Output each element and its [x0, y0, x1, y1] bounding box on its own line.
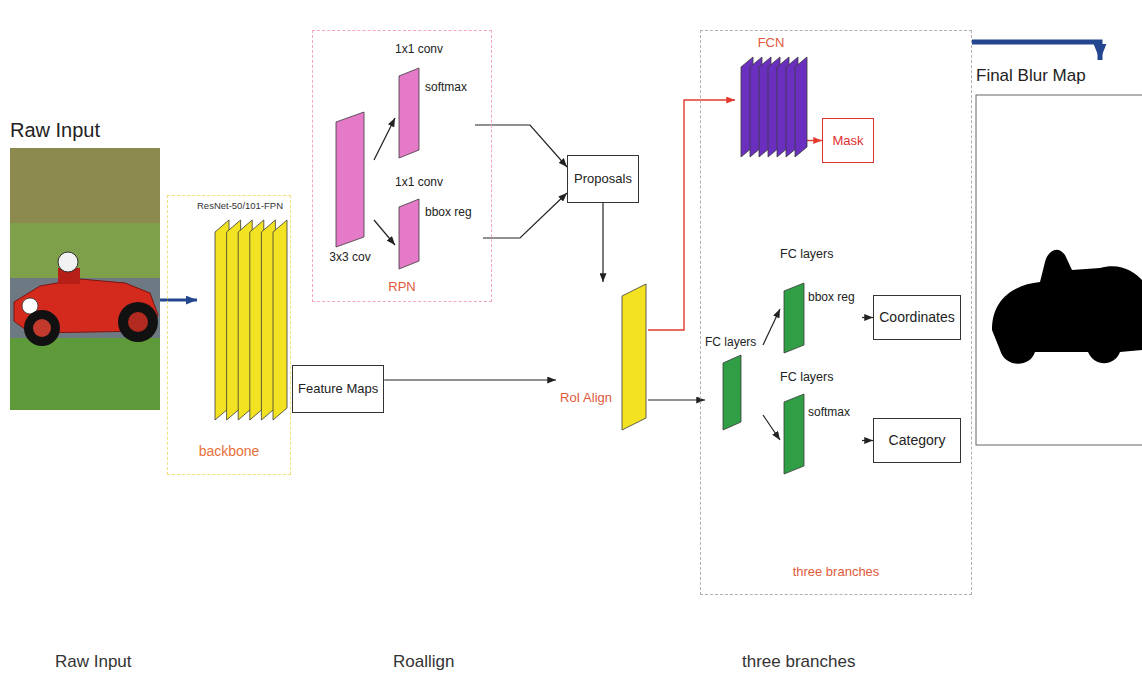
rpn-region: RPN 3x3 cov 1x1 conv softmax 1x1 conv bbox re… — [312, 30, 492, 302]
layer-shape — [741, 57, 807, 157]
layer-shape — [336, 112, 364, 247]
fc-layer: FC layers — [705, 335, 763, 430]
layer-shape — [723, 355, 741, 430]
layer-slab — [795, 57, 807, 157]
layer-label: FC layers — [705, 335, 763, 349]
output-box: Coordinates — [873, 295, 961, 340]
conv-layer: 1x1 conv softmax — [395, 42, 475, 160]
layer-label: 3x3 cov — [326, 250, 374, 264]
box-label: Coordinates — [879, 309, 955, 326]
layer-shape — [622, 284, 646, 430]
model-label: ResNet-50/101-FPN — [197, 200, 289, 211]
backbone-region: backbone ResNet-50/101-FPN — [167, 195, 291, 475]
conv-layer: 1x1 conv bbox reg — [395, 175, 483, 270]
connector-arrow — [648, 100, 735, 330]
blur-map-panel: Final Blur Map — [976, 60, 1140, 445]
photo-background — [10, 148, 160, 223]
photo-grass — [10, 338, 160, 410]
panel-heading: Raw Input — [10, 118, 160, 142]
caption-label: Roallign — [393, 652, 454, 672]
layer-slab — [399, 68, 419, 158]
layer-shape — [399, 68, 419, 158]
layer-slab — [622, 284, 646, 430]
layer-label: 1x1 conv — [395, 42, 475, 56]
output-label: bbox reg — [808, 290, 862, 304]
connector-arrow — [483, 193, 567, 238]
caption-label: Raw Input — [55, 652, 132, 672]
layer-label: FC layers — [780, 247, 862, 262]
object-silhouette — [992, 250, 1142, 364]
fc-layer: FC layers bbox reg — [780, 247, 862, 355]
region-label: backbone — [199, 443, 260, 460]
panel-heading: Final Blur Map — [976, 66, 1140, 86]
region-label: three branches — [793, 564, 880, 580]
image-panel: Raw Input — [10, 118, 160, 410]
layer-slab — [784, 394, 804, 474]
connector-arrow — [475, 125, 567, 167]
connector-arrow — [374, 118, 395, 160]
connector-arrow — [763, 309, 780, 345]
process-box: Feature Maps — [292, 365, 384, 413]
output-label: softmax — [808, 405, 862, 419]
box-label: Category — [889, 432, 946, 449]
car-hub — [128, 312, 148, 332]
photo-grass — [10, 223, 160, 278]
conv-layer: 3x3 cov — [326, 112, 374, 272]
connector-arrow — [763, 415, 780, 440]
layer-label: 1x1 conv — [395, 175, 483, 189]
layer-shape — [399, 199, 419, 269]
layer-slab — [273, 220, 287, 420]
branches-region: three branches FCN Mask FC layers FC layers b… — [700, 30, 972, 595]
box-label: Mask — [832, 133, 863, 149]
driver-helmet — [58, 252, 78, 272]
process-box: Proposals — [567, 155, 639, 203]
layer-slab — [723, 355, 741, 430]
layer-slab — [336, 112, 364, 247]
layer-shape — [215, 220, 287, 420]
connector-arrow — [602, 203, 603, 282]
connector-arrow — [807, 140, 822, 141]
box-label: Proposals — [574, 171, 632, 187]
region-label: RPN — [388, 279, 415, 295]
car-wheel — [118, 302, 158, 342]
connector-arrow — [972, 42, 1100, 60]
raw-input-photo — [10, 148, 160, 410]
output-label: softmax — [425, 80, 475, 94]
connector-arrow — [862, 440, 873, 441]
image-frame — [976, 95, 1142, 445]
mask-box: Mask — [822, 118, 874, 163]
car-wheel — [24, 310, 60, 346]
blur-map-image — [976, 95, 1142, 445]
connector-arrow — [160, 299, 197, 302]
layer-label: FCN — [735, 35, 807, 51]
layer-label: RoI Align — [560, 390, 648, 406]
feature-stack: ResNet-50/101-FPN — [197, 200, 289, 425]
layer-shape — [784, 283, 804, 353]
output-label: bbox reg — [425, 205, 483, 219]
layer-slab — [399, 199, 419, 269]
box-label: Feature Maps — [298, 381, 378, 397]
caption-label: three branches — [742, 652, 855, 672]
layer-shape — [784, 394, 804, 474]
roi-align-layer: RoI Align — [556, 282, 648, 432]
car-hub — [33, 319, 51, 337]
output-box: Category — [873, 418, 961, 463]
connector-arrow — [384, 379, 556, 380]
connector-arrow — [374, 220, 395, 245]
connector-arrow — [862, 317, 873, 318]
fcn-stack: FCN — [735, 35, 807, 160]
layer-slab — [784, 283, 804, 353]
layer-label: FC layers — [780, 370, 862, 385]
fc-layer: FC layers softmax — [780, 370, 862, 475]
connector-arrow — [648, 399, 705, 400]
